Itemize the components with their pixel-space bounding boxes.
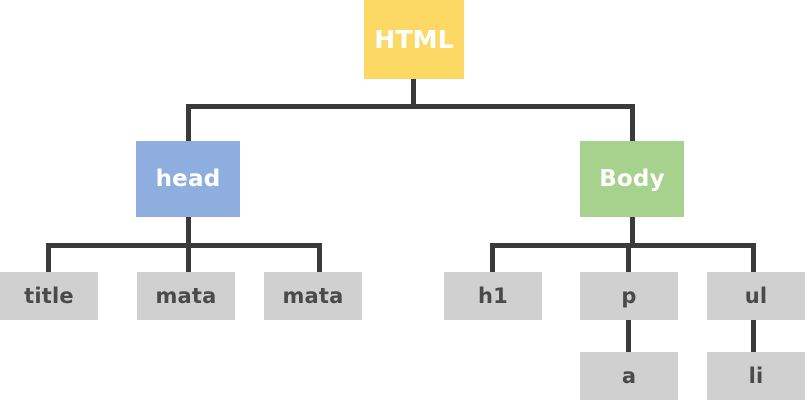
connector-html-bar (186, 104, 635, 109)
node-a-label: a (621, 364, 637, 388)
node-ul[interactable]: ul (707, 272, 805, 320)
node-a[interactable]: a (580, 352, 678, 400)
connector-head-stub (186, 217, 191, 247)
connector-p-to-a (626, 320, 631, 353)
node-body[interactable]: Body (580, 141, 684, 217)
node-title[interactable]: title (0, 272, 98, 320)
node-mata-2-label: mata (282, 284, 344, 308)
node-p-label: p (621, 284, 637, 308)
connector-body-to-h1 (490, 243, 495, 273)
connector-body-stub (630, 217, 635, 247)
connector-body-to-p (626, 243, 631, 273)
node-p[interactable]: p (580, 272, 678, 320)
node-html[interactable]: HTML (364, 0, 464, 79)
node-mata-1[interactable]: mata (137, 272, 235, 320)
node-head[interactable]: head (136, 141, 240, 217)
node-head-label: head (155, 166, 221, 192)
connector-html-to-body (630, 104, 635, 142)
connector-head-to-mata2 (317, 243, 322, 273)
node-title-label: title (24, 284, 74, 308)
connector-html-to-head (186, 104, 191, 142)
connector-head-to-title (46, 243, 51, 273)
node-body-label: Body (599, 166, 665, 192)
node-li[interactable]: li (707, 352, 805, 400)
node-h1-label: h1 (478, 284, 508, 308)
node-ul-label: ul (744, 284, 768, 308)
connector-head-bar (46, 243, 322, 248)
node-mata-1-label: mata (155, 284, 217, 308)
node-h1[interactable]: h1 (444, 272, 542, 320)
node-li-label: li (748, 364, 764, 388)
connector-body-bar (490, 243, 756, 248)
connector-html-stub (411, 79, 416, 107)
connector-body-to-ul (751, 243, 756, 273)
connector-head-to-mata1 (186, 243, 191, 273)
node-html-label: HTML (374, 25, 454, 54)
node-mata-2[interactable]: mata (264, 272, 362, 320)
connector-ul-to-li (751, 320, 756, 353)
